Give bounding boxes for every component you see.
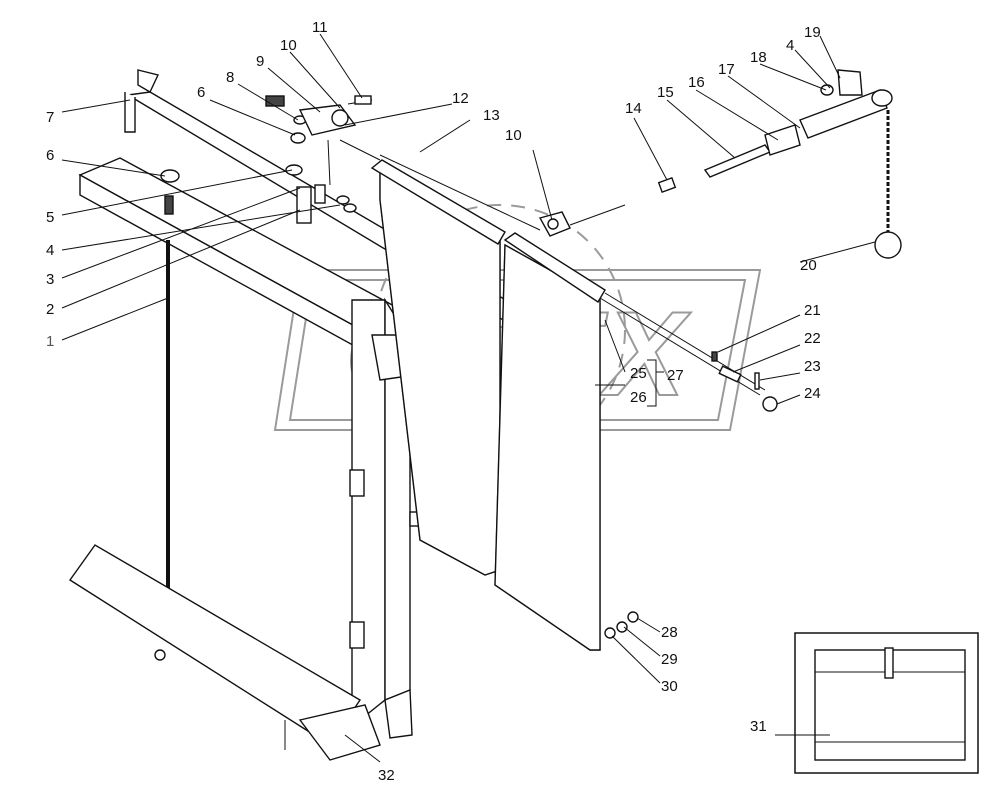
label-19: 19 xyxy=(804,24,821,41)
label-11: 11 xyxy=(312,19,328,36)
label-7: 7 xyxy=(46,109,54,126)
label-6: 6 xyxy=(46,147,54,164)
label-8: 8 xyxy=(226,69,234,86)
label-10: 10 xyxy=(280,37,297,54)
label-24: 24 xyxy=(804,385,821,402)
callout-labels: 1 2 3 4 5 6 7 6 8 9 10 11 12 13 10 14 15… xyxy=(46,19,821,784)
label-17: 17 xyxy=(718,61,735,78)
label-18: 18 xyxy=(750,49,767,66)
label-26: 26 xyxy=(630,389,647,406)
bottom-beam xyxy=(69,544,361,746)
label-29: 29 xyxy=(661,651,678,668)
label-4b: 4 xyxy=(786,37,794,54)
label-10b: 10 xyxy=(505,127,522,144)
label-1: 1 xyxy=(46,333,54,350)
label-30: 30 xyxy=(661,678,678,695)
side-hardware xyxy=(599,292,778,639)
label-13: 13 xyxy=(483,107,500,124)
leader-lines xyxy=(61,33,876,763)
label-25: 25 xyxy=(630,365,647,382)
label-5: 5 xyxy=(46,209,54,226)
label-16: 16 xyxy=(688,74,705,91)
label-6b: 6 xyxy=(197,84,205,101)
label-21: 21 xyxy=(804,302,821,319)
inset-detail xyxy=(775,632,979,774)
label-27: 27 xyxy=(667,367,684,384)
shutter-curtains xyxy=(370,154,606,651)
radiator-frame xyxy=(69,157,429,761)
label-28: 28 xyxy=(661,624,678,641)
label-15: 15 xyxy=(657,84,674,101)
label-3: 3 xyxy=(46,271,54,288)
fasteners xyxy=(160,95,381,215)
control-cable-assembly xyxy=(538,69,902,259)
label-23: 23 xyxy=(804,358,821,375)
label-14: 14 xyxy=(625,100,642,117)
pull-ring xyxy=(874,231,902,259)
label-20: 20 xyxy=(800,257,817,274)
label-4: 4 xyxy=(46,242,54,259)
label-12: 12 xyxy=(452,90,469,107)
label-32: 32 xyxy=(378,767,395,784)
label-2: 2 xyxy=(46,301,54,318)
label-9: 9 xyxy=(256,53,264,70)
label-31: 31 xyxy=(750,718,767,735)
label-22: 22 xyxy=(804,330,821,347)
